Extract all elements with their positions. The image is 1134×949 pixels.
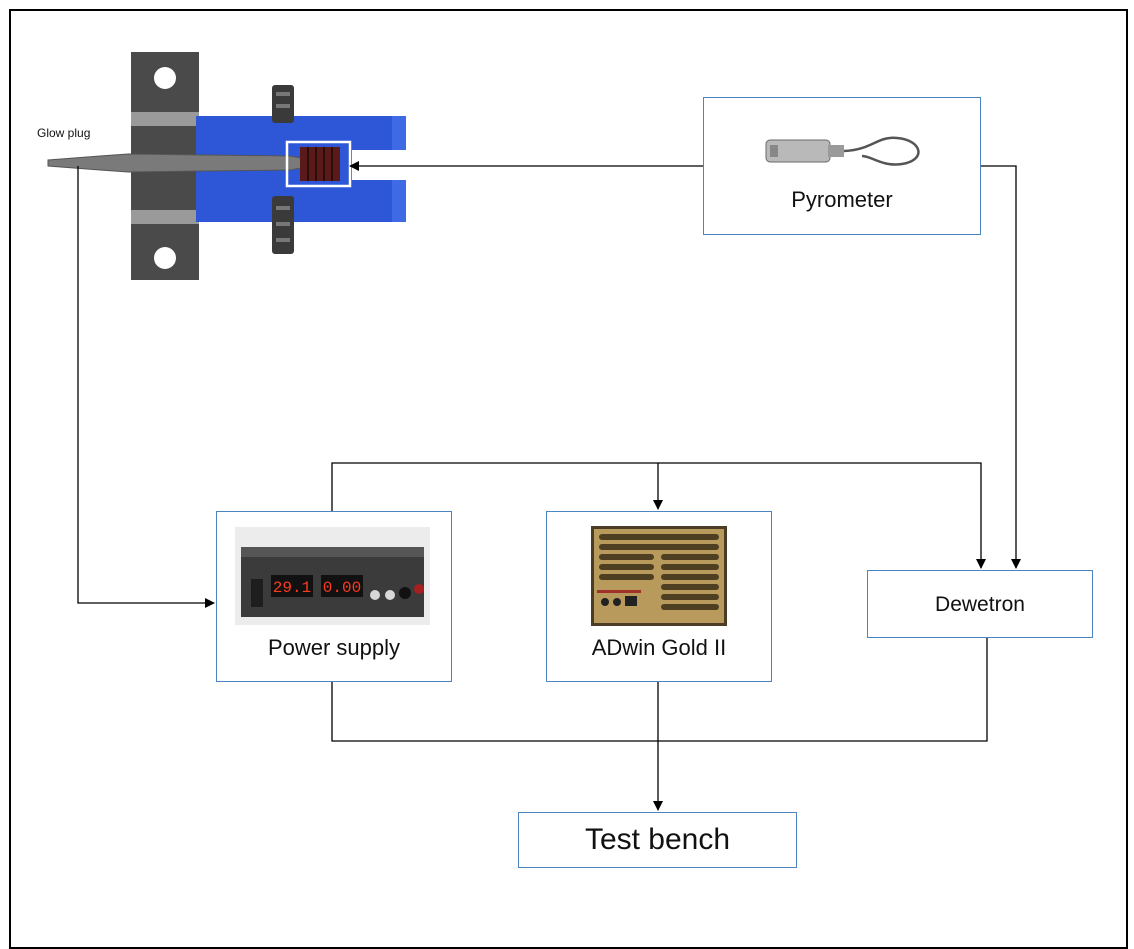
voltage-display: 29.1 <box>273 579 311 597</box>
test-bench-label: Test bench <box>584 823 731 856</box>
pyrometer-box: Pyrometer <box>703 97 981 235</box>
line-powersupply-top-bus <box>331 462 986 569</box>
adwin-box: ADwin Gold II <box>546 511 772 682</box>
dewetron-label: Dewetron <box>935 593 1025 616</box>
current-display: 0.00 <box>323 579 361 597</box>
glow-plug-label: Glow plug <box>37 126 91 140</box>
arrow-pyrometer-to-dewetron <box>981 165 1021 569</box>
glow-plug-rig <box>47 52 406 280</box>
adwin-device-icon <box>591 526 727 626</box>
bracket-hole-top <box>154 67 176 89</box>
pyrometer-sensor-icon <box>765 136 920 166</box>
power-supply-label: Power supply <box>267 635 401 660</box>
line-bottom-bus <box>331 637 988 742</box>
bracket-hole-bottom <box>154 247 176 269</box>
connections <box>77 161 1021 811</box>
test-bench-box: Test bench <box>518 812 797 868</box>
power-supply-box: 29.1 0.00 Power supply <box>216 511 452 682</box>
power-supply-device-icon: 29.1 0.00 <box>235 527 430 625</box>
adwin-label: ADwin Gold II <box>591 635 727 660</box>
pyrometer-label: Pyrometer <box>791 187 893 212</box>
arrow-glowplug-to-powersupply <box>77 166 215 608</box>
dewetron-box: Dewetron <box>867 570 1093 638</box>
